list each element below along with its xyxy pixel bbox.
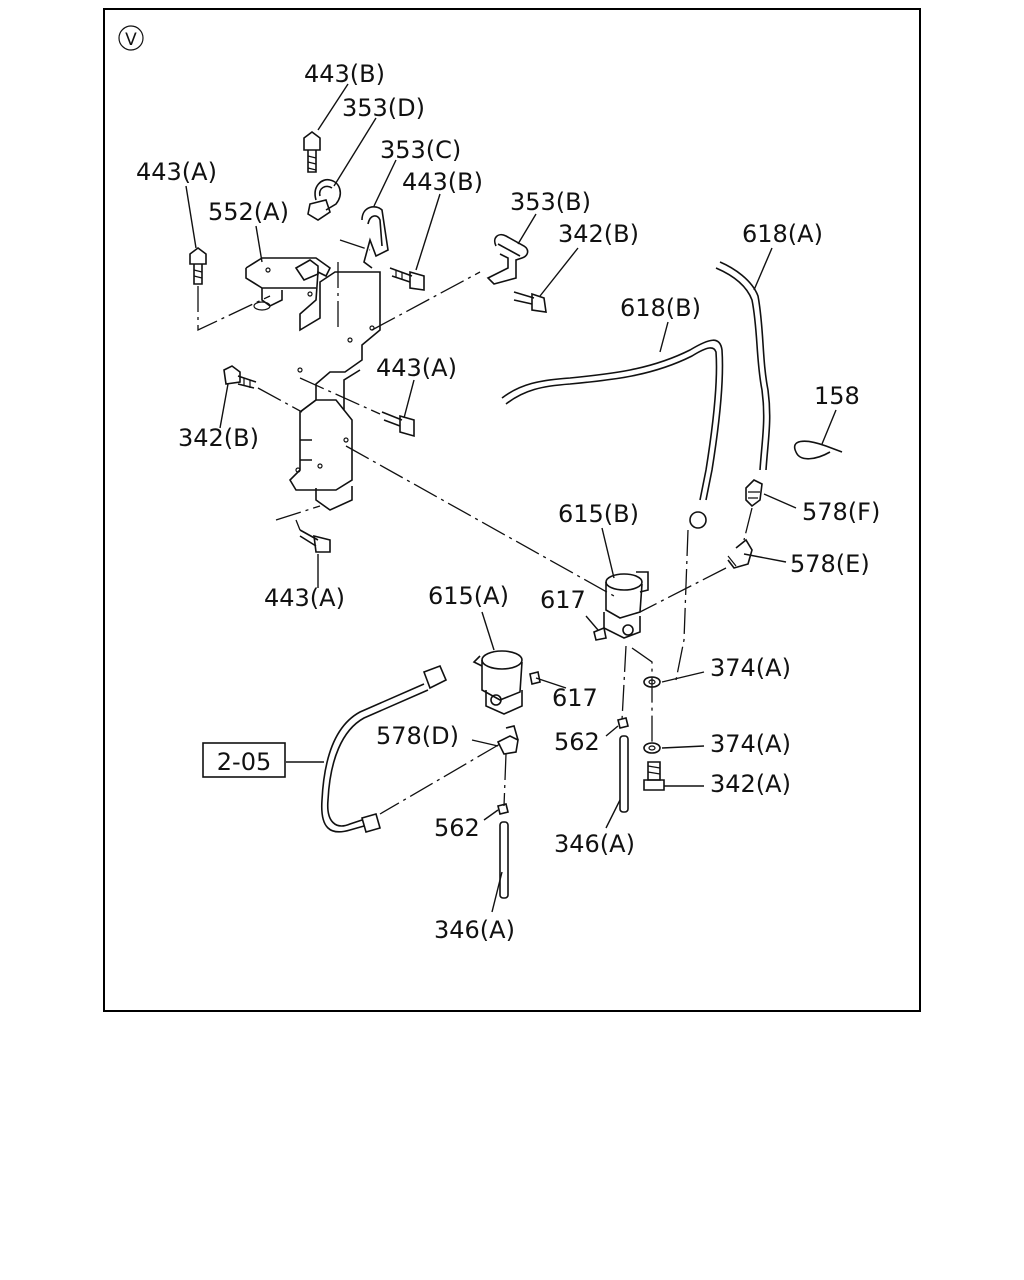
label-342a: 342(A) (710, 770, 791, 798)
part-labels: 443(B) 353(D) 353(C) 443(B) 443(A) 552(A… (136, 60, 880, 944)
clip-353c (361, 206, 389, 269)
clip-353d (307, 178, 342, 221)
label-353d: 353(D) (342, 94, 425, 122)
assembly-lines (197, 239, 753, 815)
fitting-578f (745, 479, 763, 508)
clip-353b (486, 233, 529, 285)
label-353b: 353(B) (510, 188, 591, 216)
label-618a: 618(A) (742, 220, 823, 248)
reference-box-2-05[interactable]: 2-05 (202, 742, 286, 778)
label-578d: 578(D) (376, 722, 459, 750)
leader-lines (185, 83, 837, 913)
label-562-right: 562 (554, 728, 600, 756)
label-374a-top: 374(A) (710, 654, 791, 682)
label-353c: 353(C) (380, 136, 461, 164)
label-615b: 615(B) (558, 500, 639, 528)
label-578e: 578(E) (790, 550, 870, 578)
tie-158 (793, 440, 843, 460)
fitting-578d (496, 725, 519, 755)
label-158: 158 (814, 382, 860, 410)
cap-562-left (497, 803, 509, 815)
washer-374a-bottom (643, 742, 661, 754)
bolt-443a-mid (381, 411, 415, 438)
hose-618b (501, 339, 724, 529)
valve-615b (593, 571, 649, 641)
bolt-443b-top (303, 131, 321, 173)
reference-box-label: 2-05 (217, 748, 271, 776)
label-342b-left: 342(B) (178, 424, 259, 452)
bolt-443b-mid (389, 267, 425, 291)
label-443b-mid: 443(B) (402, 168, 483, 196)
bolt-342b-top (513, 291, 547, 313)
bracket-552a (245, 257, 381, 511)
label-552a: 552(A) (208, 198, 289, 226)
label-443b-top: 443(B) (304, 60, 385, 88)
view-marker: V (118, 25, 144, 51)
label-443a-left: 443(A) (136, 158, 217, 186)
bolt-342a (643, 761, 665, 791)
label-617-upper: 617 (540, 586, 586, 614)
hose-618a (715, 261, 771, 471)
bolt-443a-bottom (299, 529, 331, 553)
label-443a-bottom: 443(A) (264, 584, 345, 612)
fitting-578e (727, 538, 753, 569)
bolt-443a-left (189, 247, 207, 285)
label-346a-right: 346(A) (554, 830, 635, 858)
label-618b: 618(B) (620, 294, 701, 322)
label-374a-bottom: 374(A) (710, 730, 791, 758)
tube-346a-right (619, 735, 629, 813)
bolt-342b-left (223, 365, 257, 389)
label-346a-left: 346(A) (434, 916, 515, 944)
valve-615a (472, 650, 541, 715)
diagram-frame (103, 8, 921, 1012)
label-342b-top: 342(B) (558, 220, 639, 248)
label-617-lower: 617 (552, 684, 598, 712)
label-615a: 615(A) (428, 582, 509, 610)
hose-2-05 (321, 664, 448, 833)
label-562-left: 562 (434, 814, 480, 842)
view-marker-letter: V (125, 30, 137, 50)
tube-346a-left (499, 821, 509, 899)
label-578f: 578(F) (802, 498, 880, 526)
cap-562-right (617, 717, 629, 729)
label-443a-mid: 443(A) (376, 354, 457, 382)
